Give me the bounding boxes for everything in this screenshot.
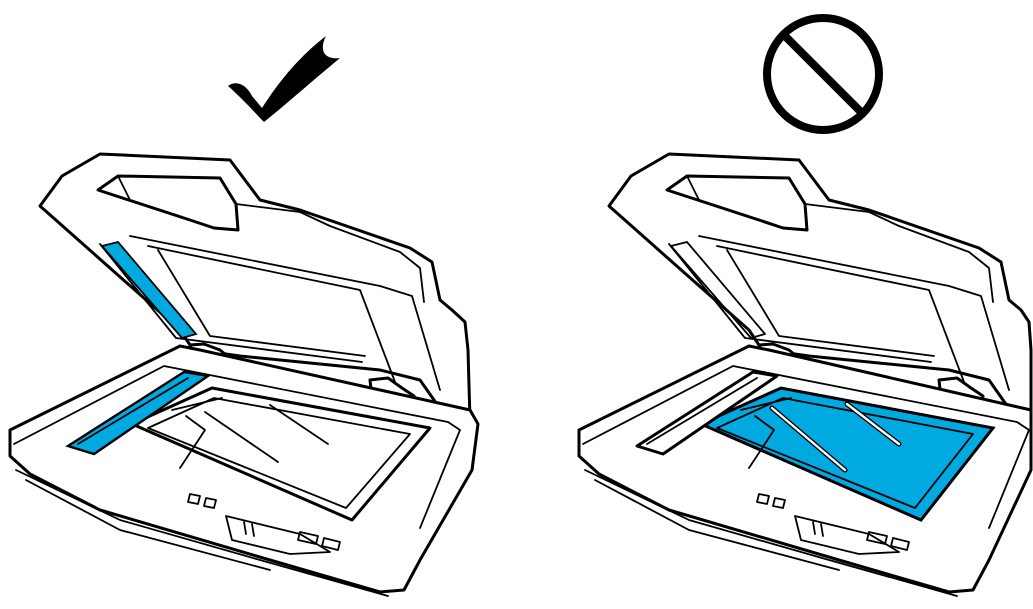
prohibited-icon (767, 18, 879, 130)
scanner-diagram-incorrect (517, 0, 1033, 609)
correct-panel (0, 0, 516, 609)
check-mark-icon (228, 36, 340, 122)
incorrect-panel (517, 0, 1033, 609)
scanner-body (10, 346, 478, 596)
scanner-diagram-correct (0, 0, 516, 609)
